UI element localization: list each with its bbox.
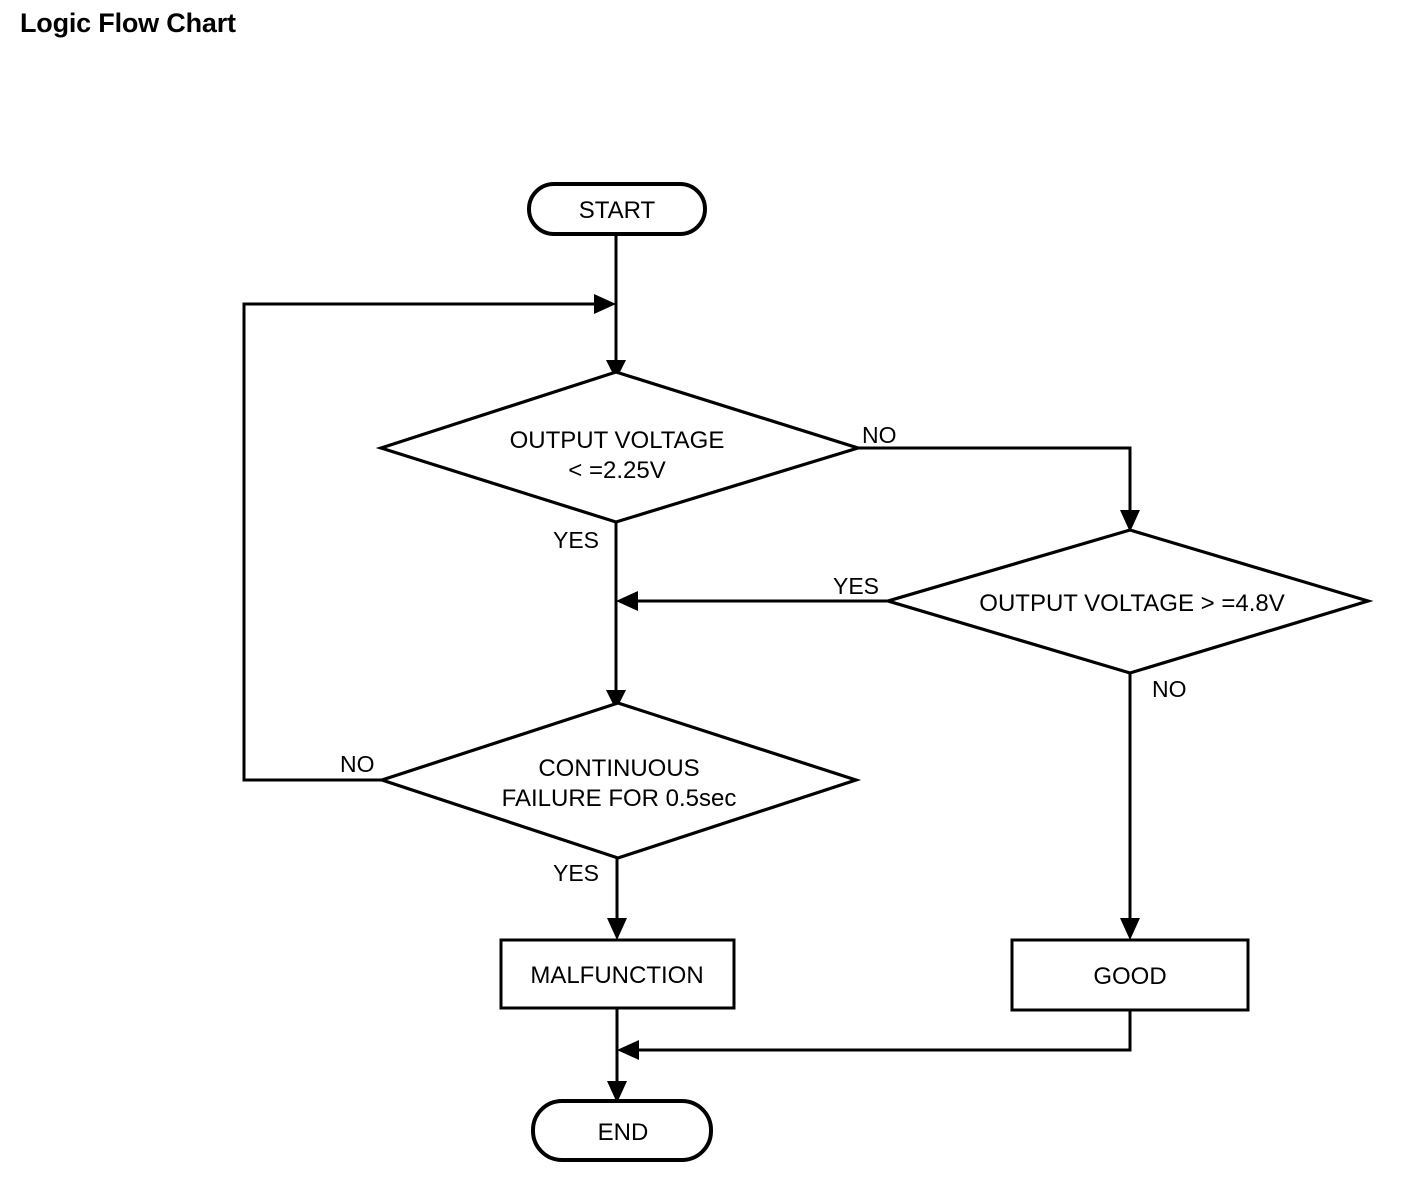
node-good[interactable]: GOOD [1010, 938, 1250, 1012]
page-title: Logic Flow Chart [20, 8, 236, 38]
edge-label-decision3-yes: YES [553, 860, 599, 886]
edge-malfunction-to-end [607, 1008, 627, 1103]
edge-decision3-yes-to-malfunction [607, 858, 627, 940]
node-start-label: START [579, 197, 656, 224]
edge-decision1-no-to-decision2 [858, 446, 1140, 532]
node-malfunction[interactable]: MALFUNCTION [499, 938, 736, 1010]
node-good-label: GOOD [1093, 963, 1166, 990]
node-decision-output-voltage-low[interactable]: OUTPUT VOLTAGE < =2.25V [375, 370, 864, 524]
edge-label-decision3-no: NO [340, 751, 375, 777]
edge-label-decision1-no: NO [862, 422, 897, 448]
node-end-label: END [598, 1119, 649, 1146]
node-decision-continuous-failure[interactable]: CONTINUOUS FAILURE FOR 0.5sec [376, 701, 862, 860]
edge-label-decision2-yes: YES [833, 573, 879, 599]
edge-start-to-decision1 [606, 234, 626, 380]
node-decision3-label-line2: FAILURE FOR 0.5sec [502, 785, 737, 812]
edge-decision2-yes-to-trunk [616, 591, 888, 611]
edge-good-to-end [617, 1010, 1132, 1060]
edge-label-decision1-yes: YES [553, 527, 599, 553]
edge-decision2-no-to-good [1120, 673, 1140, 940]
node-decision1-label-line2: < =2.25V [568, 457, 665, 484]
node-decision3-label-line1: CONTINUOUS [538, 755, 699, 782]
node-end[interactable]: END [531, 1099, 713, 1162]
node-start[interactable]: START [527, 182, 707, 236]
edge-label-decision2-no: NO [1152, 676, 1187, 702]
node-decision-output-voltage-high[interactable]: OUTPUT VOLTAGE > =4.8V [882, 528, 1374, 675]
edge-decision1-yes-to-decision3 [606, 522, 626, 710]
node-decision1-label-line1: OUTPUT VOLTAGE [510, 427, 725, 454]
node-decision2-label-line1: OUTPUT VOLTAGE > =4.8V [979, 590, 1284, 617]
edge-decision3-no-loopback [242, 294, 616, 782]
node-malfunction-label: MALFUNCTION [530, 962, 703, 989]
